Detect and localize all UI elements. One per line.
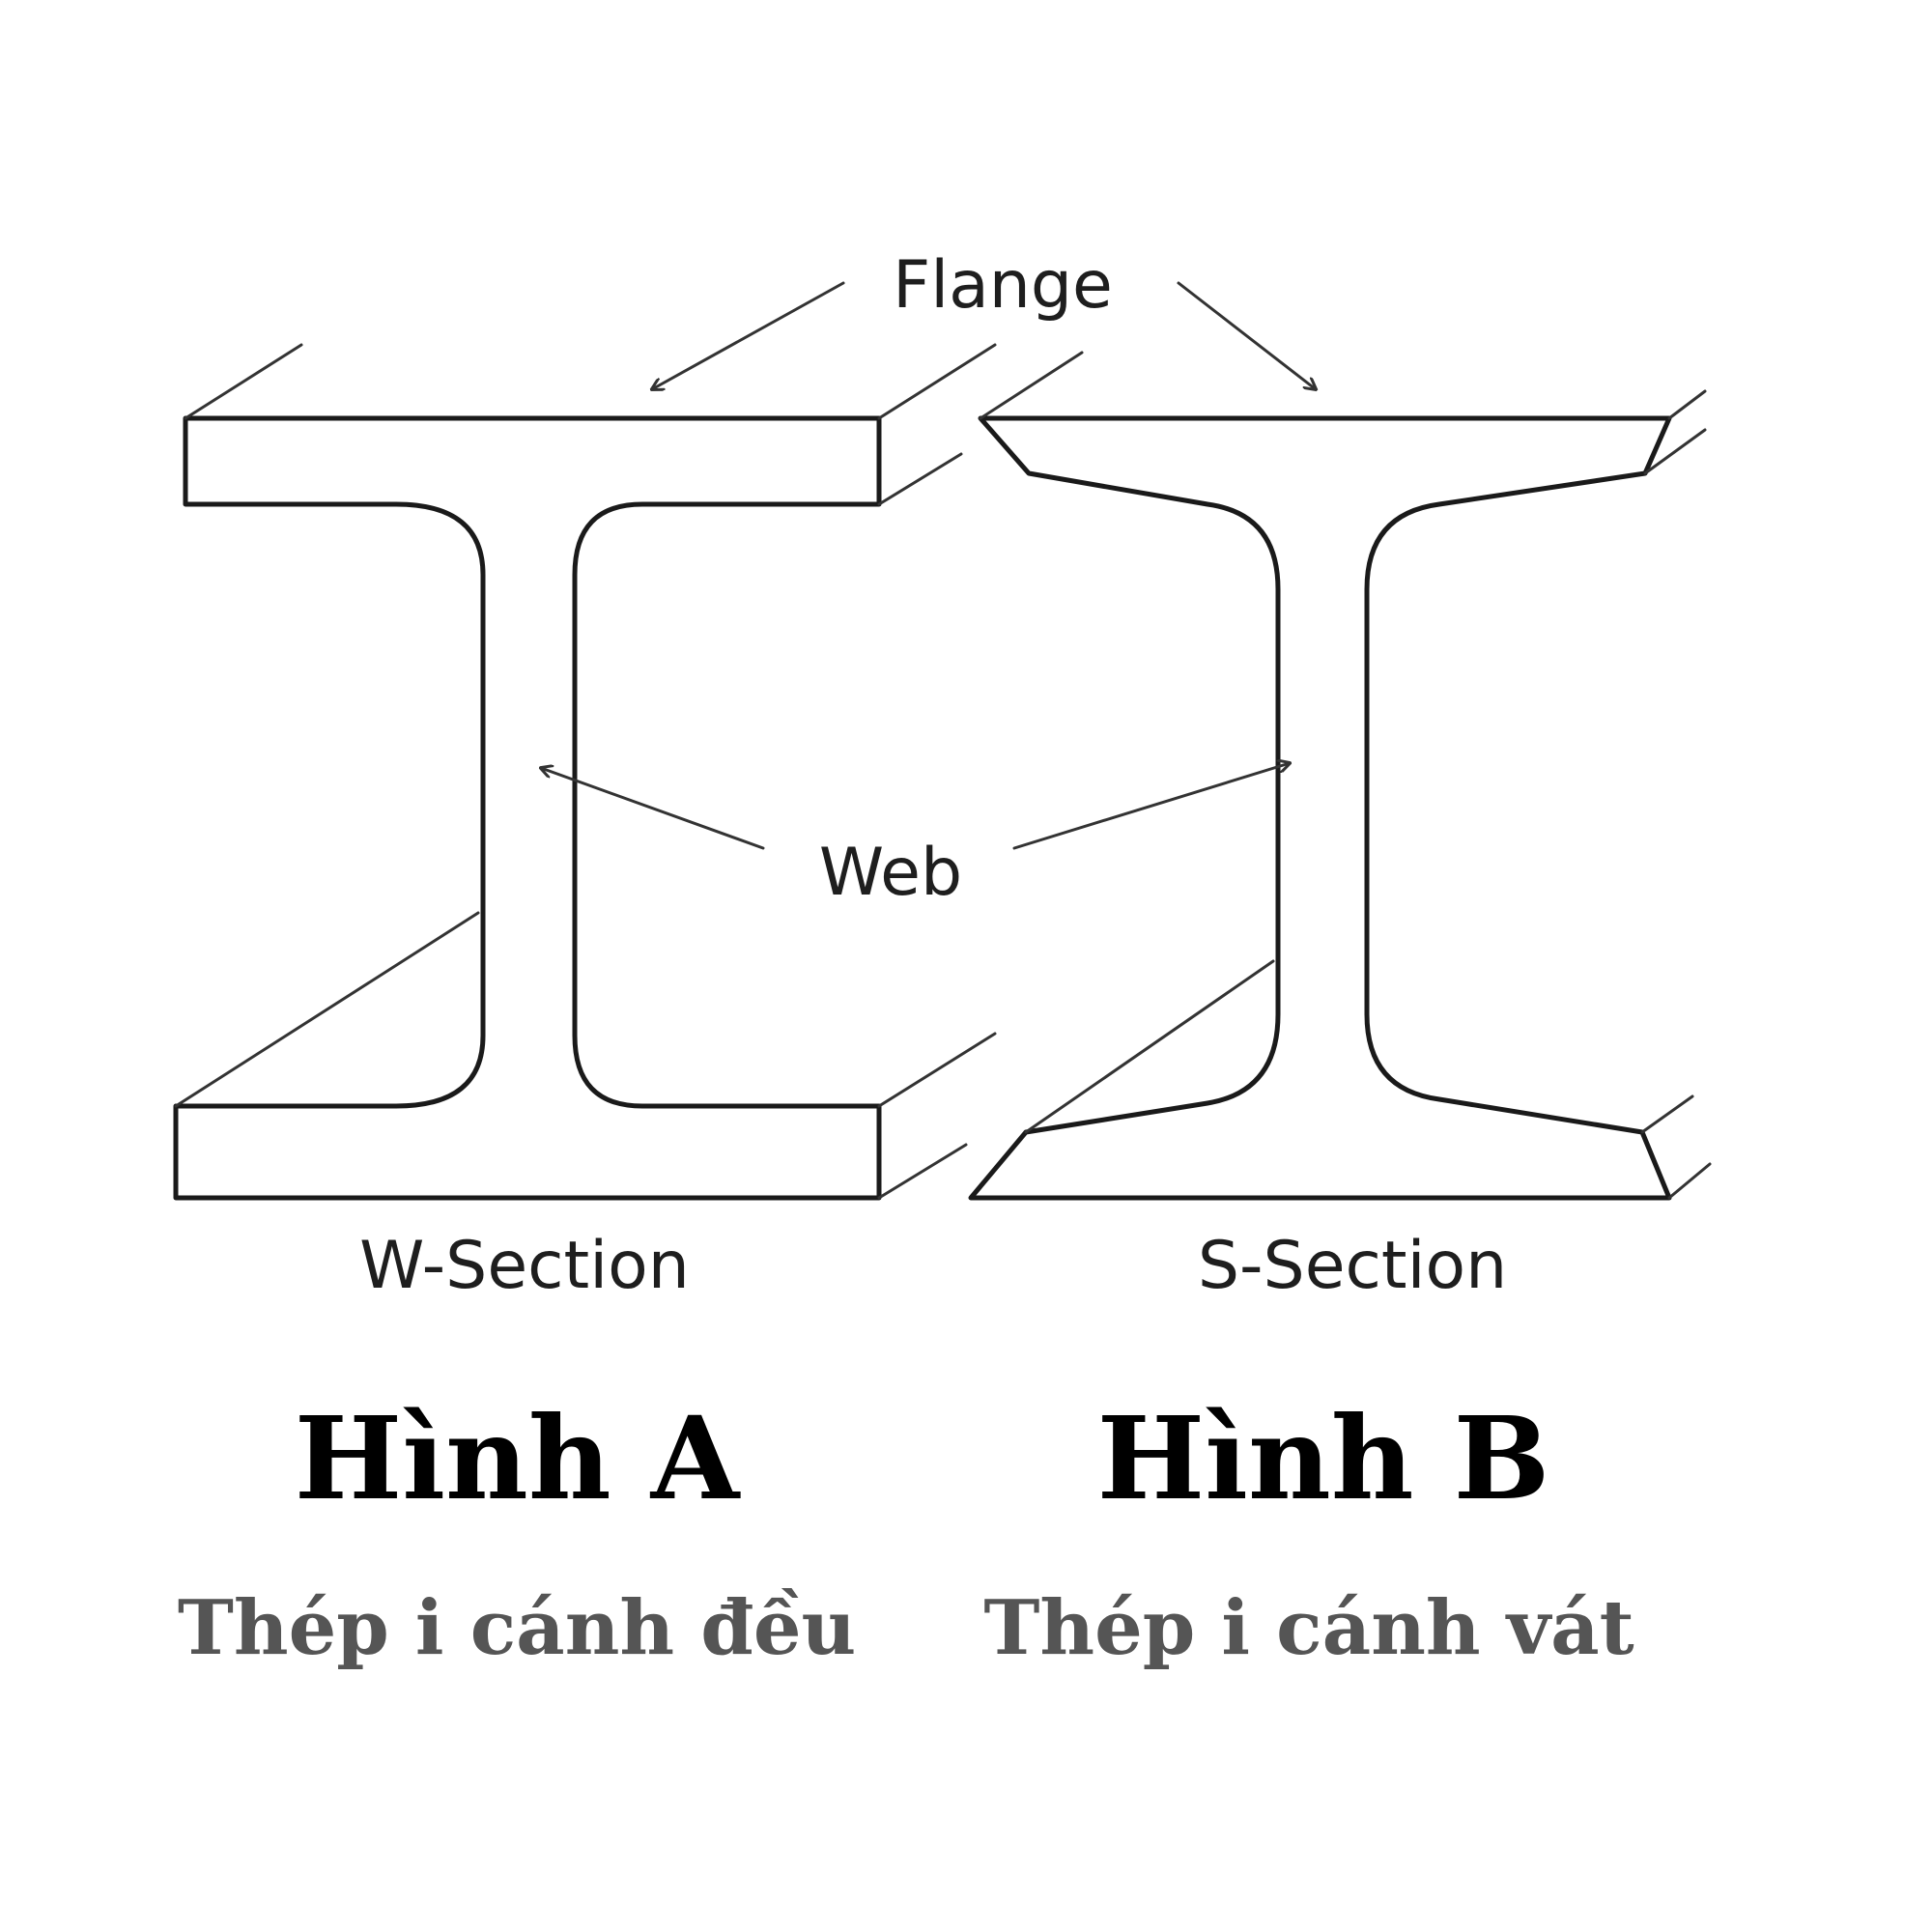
web-label: Web <box>819 835 962 911</box>
flange-arrow-right <box>1177 281 1316 389</box>
figure-b-subtitle: Thép i cánh vát <box>983 1584 1634 1672</box>
w-section-shape <box>173 343 997 1201</box>
s-section-label: S-Section <box>1198 1228 1507 1304</box>
figure-a-title: Hình A <box>294 1391 740 1525</box>
figure-b-title: Hình B <box>1096 1391 1550 1525</box>
flange-arrow-left <box>652 281 845 389</box>
figure-a-subtitle: Thép i cánh đều <box>177 1584 857 1672</box>
s-section-shape <box>968 351 1712 1201</box>
web-arrow-right <box>1012 763 1290 850</box>
w-section-label: W-Section <box>359 1228 690 1304</box>
flange-label: Flange <box>893 247 1113 324</box>
web-arrow-left <box>541 768 765 850</box>
